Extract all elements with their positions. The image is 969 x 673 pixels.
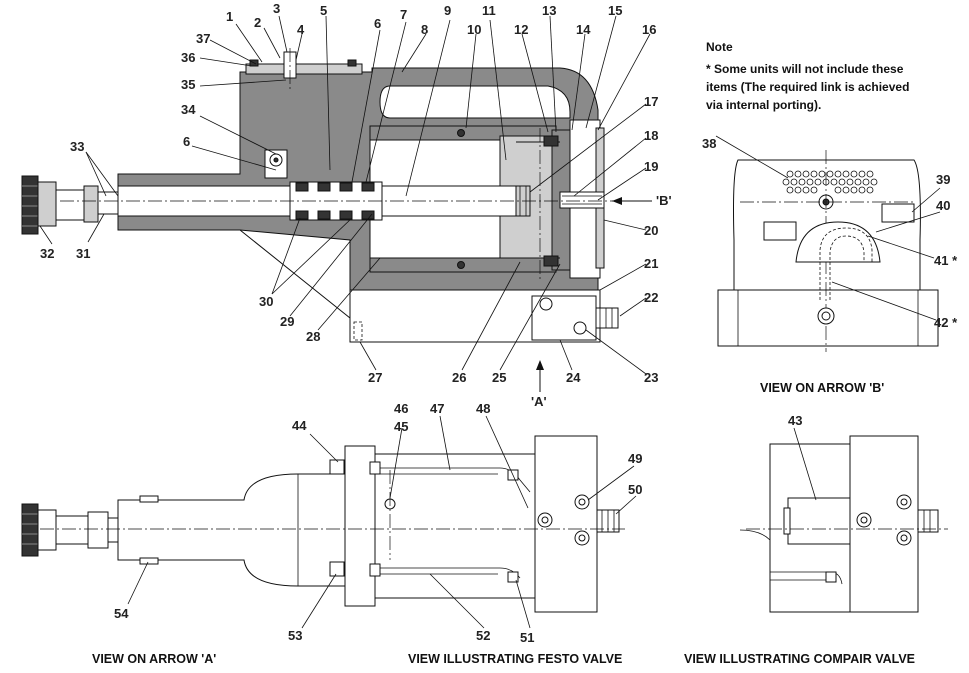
callout-47: 47 — [430, 401, 444, 416]
callout-24: 24 — [566, 370, 581, 385]
callout-5: 5 — [320, 3, 327, 18]
leader-lines-main — [39, 15, 651, 375]
callout-17: 17 — [644, 94, 658, 109]
callout-32: 32 — [40, 246, 54, 261]
callout-15: 15 — [608, 3, 622, 18]
callout-49: 49 — [628, 451, 642, 466]
note-line-1: * Some units will not include these — [706, 62, 904, 76]
callout-42: 42 * — [934, 315, 958, 330]
callout-52: 52 — [476, 628, 490, 643]
callout-38: 38 — [702, 136, 716, 151]
main-section-view — [21, 48, 620, 343]
shaft-seals — [295, 182, 375, 220]
note-block: Note * Some units will not include these… — [706, 40, 909, 112]
callout-44: 44 — [292, 418, 307, 433]
callout-28: 28 — [306, 329, 320, 344]
callout-13: 13 — [542, 3, 556, 18]
callout-51: 51 — [520, 630, 534, 645]
callout-6b: 6 — [183, 134, 190, 149]
callout-14: 14 — [576, 22, 591, 37]
caption-view-b: VIEW ON ARROW 'B' — [760, 381, 884, 395]
callout-26: 26 — [452, 370, 466, 385]
caption-compair: VIEW ILLUSTRATING COMPAIR VALVE — [684, 652, 915, 666]
quick-coupling — [21, 175, 121, 235]
view-a — [21, 415, 637, 629]
callout-30: 30 — [259, 294, 273, 309]
callout-48: 48 — [476, 401, 490, 416]
callout-2: 2 — [254, 15, 261, 30]
callout-4: 4 — [297, 22, 305, 37]
callout-36: 36 — [181, 50, 195, 65]
callout-43: 43 — [788, 413, 802, 428]
callouts-view-b: 38 39 40 41 * 42 * — [702, 136, 958, 330]
callouts-main: 1 2 3 4 5 6 7 8 9 10 11 12 13 14 15 16 1… — [40, 1, 658, 385]
callout-10: 10 — [467, 22, 481, 37]
arrow-b-label: 'B' — [656, 193, 672, 208]
callout-25: 25 — [492, 370, 506, 385]
callout-40: 40 — [936, 198, 950, 213]
callout-50: 50 — [628, 482, 642, 497]
arrow-a-label: 'A' — [531, 394, 547, 409]
callout-9: 9 — [444, 3, 451, 18]
callout-16: 16 — [642, 22, 656, 37]
callout-41: 41 * — [934, 253, 958, 268]
callout-12: 12 — [514, 22, 528, 37]
callout-6a: 6 — [374, 16, 381, 31]
callout-8: 8 — [421, 22, 428, 37]
callout-1: 1 — [226, 9, 233, 24]
callout-22: 22 — [644, 290, 658, 305]
callout-20: 20 — [644, 223, 658, 238]
callout-35: 35 — [181, 77, 195, 92]
callout-54: 54 — [114, 606, 129, 621]
callout-23: 23 — [644, 370, 658, 385]
callout-34: 34 — [181, 102, 196, 117]
vent-holes — [782, 170, 878, 194]
view-b — [715, 135, 941, 352]
callout-19: 19 — [644, 159, 658, 174]
casting-window — [379, 85, 571, 119]
callout-18: 18 — [644, 128, 658, 143]
arrow-b: 'B' — [612, 193, 672, 208]
callout-37: 37 — [196, 31, 210, 46]
note-title: Note — [706, 40, 733, 54]
callout-11: 11 — [482, 3, 496, 18]
callout-7: 7 — [400, 7, 407, 22]
callout-53: 53 — [288, 628, 302, 643]
callout-46: 46 — [394, 401, 408, 416]
callout-33: 33 — [70, 139, 84, 154]
callout-31: 31 — [76, 246, 90, 261]
note-line-3: via internal porting). — [706, 98, 821, 112]
arrow-a: 'A' — [531, 360, 547, 409]
callout-3: 3 — [273, 1, 280, 16]
callout-39: 39 — [936, 172, 950, 187]
callout-21: 21 — [644, 256, 658, 271]
compair-view — [739, 427, 948, 613]
callout-27: 27 — [368, 370, 382, 385]
top-cover — [245, 63, 363, 75]
callouts-view-a: 44 46 45 47 48 49 50 51 52 53 54 — [114, 401, 642, 645]
caption-view-a: VIEW ON ARROW 'A' — [92, 652, 216, 666]
callout-45: 45 — [394, 419, 408, 434]
caption-festo: VIEW ILLUSTRATING FESTO VALVE — [408, 652, 622, 666]
callout-29: 29 — [280, 314, 294, 329]
note-line-2: items (The required link is achieved — [706, 80, 909, 94]
